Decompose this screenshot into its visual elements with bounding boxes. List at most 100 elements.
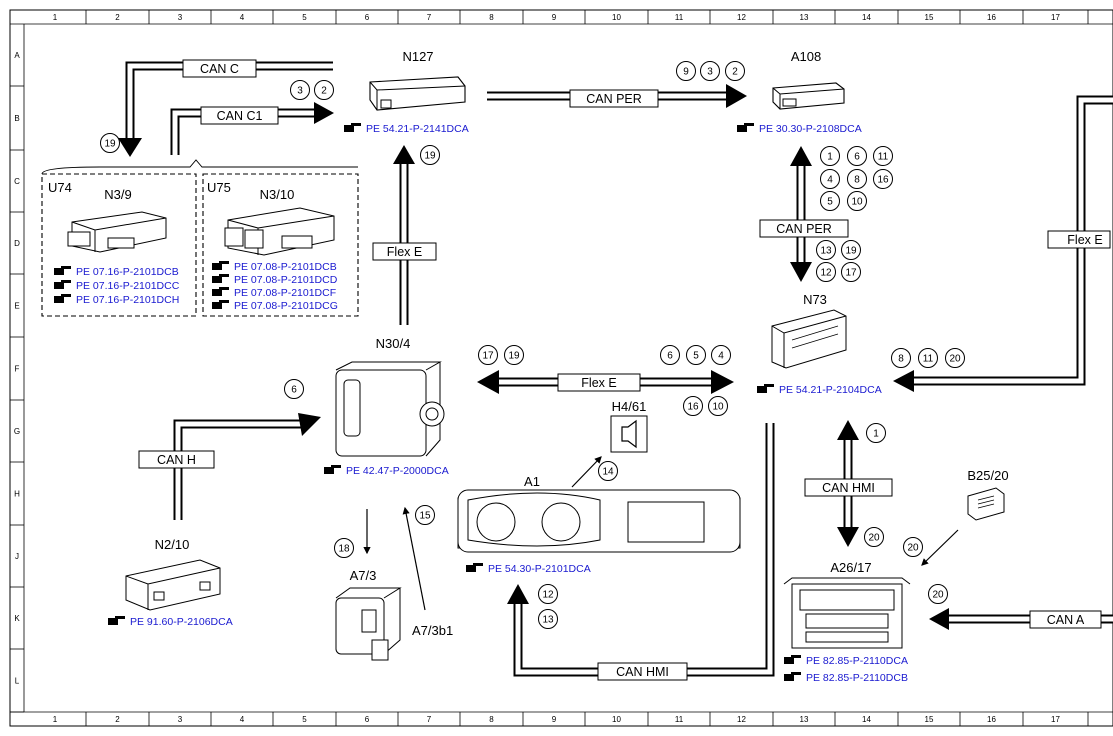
grid-column-label: 14 <box>862 715 871 724</box>
grid-column-label: 1 <box>53 715 58 724</box>
bus-label-can-per-vertical: CAN PER <box>759 219 849 238</box>
pointing-hand-icon <box>324 465 341 474</box>
a108-module <box>772 82 845 110</box>
signal-number-badge: 5 <box>686 345 706 365</box>
reference-link[interactable]: PE 07.08-P-2101DCB <box>234 261 337 273</box>
pointing-hand-icon <box>54 294 71 303</box>
svg-text:1: 1 <box>827 152 833 163</box>
signal-number-badge: 20 <box>864 527 884 547</box>
svg-text:4: 4 <box>718 351 724 362</box>
grid-row-label: D <box>14 239 20 248</box>
signal-number-badge: 6 <box>660 345 680 365</box>
svg-text:19: 19 <box>508 351 520 362</box>
svg-text:6: 6 <box>291 385 297 396</box>
signal-number-badge: 20 <box>928 584 948 604</box>
reference-links: PE 54.21-P-2141DCA PE 30.30-P-2108DCA PE 0… <box>54 123 908 684</box>
n127-module <box>369 76 466 111</box>
signal-number-badge: 3 <box>700 61 720 81</box>
signal-number-badge: 13 <box>538 609 558 629</box>
n2-10-label: N2/10 <box>155 537 190 552</box>
grid-column-label: 9 <box>552 715 557 724</box>
n3-9-label: N3/9 <box>104 187 131 202</box>
reference-link[interactable]: PE 07.16-P-2101DCC <box>76 280 180 292</box>
svg-text:19: 19 <box>104 139 116 150</box>
grid-column-label: 7 <box>427 715 432 724</box>
reference-link[interactable]: PE 07.08-P-2101DCD <box>234 274 338 286</box>
reference-link[interactable]: PE 30.30-P-2108DCA <box>759 123 862 135</box>
reference-link[interactable]: PE 07.08-P-2101DCF <box>234 287 336 299</box>
b25-20-arrow <box>921 529 959 566</box>
bus-label-can-per-top: CAN PER <box>569 89 659 108</box>
reference-link[interactable]: PE 91.60-P-2106DCA <box>130 616 233 628</box>
reference-link[interactable]: PE 07.16-P-2101DCB <box>76 266 179 278</box>
reference-link[interactable]: PE 07.16-P-2101DCH <box>76 294 179 306</box>
diagram-frame: 1122334455667788991010111112121313141415… <box>9 9 1113 727</box>
signal-number-badge: 12 <box>538 584 558 604</box>
a1-cluster <box>457 489 741 553</box>
svg-text:5: 5 <box>693 351 699 362</box>
svg-text:CAN PER: CAN PER <box>586 92 642 106</box>
svg-text:17: 17 <box>482 351 494 362</box>
grid-column-label: 1 <box>53 13 58 22</box>
svg-text:11: 11 <box>878 152 889 163</box>
signal-number-badge: 8 <box>847 169 867 189</box>
u75-group-box <box>202 173 359 317</box>
signal-number-badge: 3 <box>290 80 310 100</box>
reference-link[interactable]: PE 54.21-P-2104DCA <box>779 384 882 396</box>
pointing-hand-icon <box>108 616 125 625</box>
signal-number-badge: 16 <box>683 396 703 416</box>
reference-link[interactable]: PE 42.47-P-2000DCA <box>346 465 449 477</box>
b25-20-label: B25/20 <box>967 468 1008 483</box>
signal-number-badge: 2 <box>314 80 334 100</box>
bus-label-flex-e-vertical: Flex E <box>372 242 437 261</box>
grid-column-label: 13 <box>800 715 809 724</box>
n127-label: N127 <box>402 49 433 64</box>
reference-link[interactable]: PE 82.85-P-2110DCB <box>806 672 908 684</box>
reference-link[interactable]: PE 54.30-P-2101DCA <box>488 563 591 575</box>
pointing-hand-icon <box>784 655 801 664</box>
pointing-hand-icon <box>54 266 71 275</box>
svg-text:Flex E: Flex E <box>1067 233 1102 247</box>
n73-module <box>771 309 847 369</box>
grid-column-label: 8 <box>489 13 494 22</box>
signal-number-badge: 8 <box>891 348 911 368</box>
svg-text:20: 20 <box>868 533 880 544</box>
grid-column-label: 5 <box>302 13 307 22</box>
svg-text:12: 12 <box>542 590 554 601</box>
grid-row-label: H <box>14 490 20 499</box>
a7-3b1-arrow <box>402 506 426 611</box>
grid-row-label: C <box>14 177 20 186</box>
svg-text:16: 16 <box>877 175 889 186</box>
grid-row-label: L <box>15 677 20 686</box>
signal-number-badge: 17 <box>478 345 498 365</box>
svg-text:11: 11 <box>923 354 934 365</box>
svg-text:Flex E: Flex E <box>387 245 422 259</box>
signal-number-badge: 1 <box>866 423 886 443</box>
grid-column-label: 17 <box>1051 13 1060 22</box>
n30-4-label: N30/4 <box>376 336 411 351</box>
svg-text:2: 2 <box>321 86 327 97</box>
svg-text:Flex E: Flex E <box>581 376 616 390</box>
grid-column-label: 13 <box>800 13 809 22</box>
signal-number-badge: 13 <box>816 240 836 260</box>
svg-text:CAN HMI: CAN HMI <box>822 481 875 495</box>
bus-label-can-c: CAN C <box>182 59 257 78</box>
signal-number-badge: 5 <box>820 191 840 211</box>
grid-column-label: 12 <box>737 13 746 22</box>
svg-text:3: 3 <box>297 86 303 97</box>
grid-column-label: 3 <box>178 715 183 724</box>
a7-3b1-label: A7/3b1 <box>412 623 453 638</box>
u75-label: U75 <box>207 180 231 195</box>
reference-link[interactable]: PE 54.21-P-2141DCA <box>366 123 469 135</box>
a7-3-label: A7/3 <box>350 568 377 583</box>
svg-text:4: 4 <box>827 175 833 186</box>
signal-number-badge: 19 <box>504 345 524 365</box>
svg-text:8: 8 <box>854 175 860 186</box>
svg-text:15: 15 <box>419 511 431 522</box>
reference-link[interactable]: PE 07.08-P-2101DCG <box>234 300 338 312</box>
svg-text:CAN C: CAN C <box>200 62 239 76</box>
reference-link[interactable]: PE 82.85-P-2110DCA <box>806 655 908 667</box>
pointing-hand-icon <box>737 123 754 132</box>
grid-row-label: B <box>14 114 19 123</box>
